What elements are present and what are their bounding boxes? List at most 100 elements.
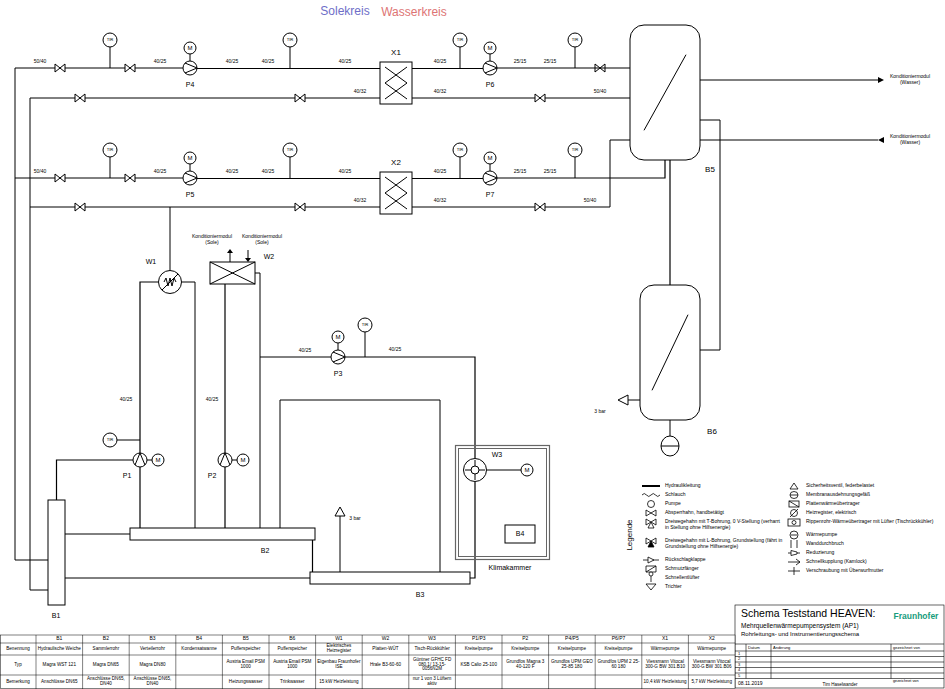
electric-heater: W1 [158,270,182,294]
table-cell: Grundfos Magna 3 40-120 F [503,655,548,675]
table-cell: Güntner GFHC FD 080.1/ 13-15-0056N2M [410,655,455,675]
path-shape [465,460,485,480]
legend-text: Wanddurchbruch [806,541,940,547]
rect-shape [630,25,700,160]
pump-symbol [331,350,345,364]
condensate-tray: B4 [505,525,535,543]
component-tag: P1 [123,472,132,480]
path-shape [652,315,688,391]
legend-text: Verschraubung mit Überwurfmutter [806,568,940,574]
solekreis-region: SolekreisP4MP5MW2W1P3MKlimakammerW3B4P1M… [0,0,555,635]
instrument-tag: TIR [572,148,579,153]
company-logo: Fraunhofer [894,612,939,622]
hydraulic-separator: B1 [48,500,65,605]
pipe-dimension: 40/25 [154,59,167,65]
table-cell: Heizungswasser [223,675,268,689]
pump: P5M [183,171,197,185]
motor-circle [184,42,196,54]
rect-shape [459,449,547,557]
instrument-tag: TIR [287,148,294,153]
table-cell: Kreiselpumpe [456,643,501,655]
pipe-connector [312,540,313,572]
pipe-dimension: 40/25 [262,59,275,65]
motor-label: M [188,155,193,162]
rect-shape [380,172,412,214]
pipe-dimension: 40/32 [354,198,367,204]
circle-shape [483,61,497,75]
instrument-tag: TIR [107,38,114,43]
collector-pipe: B2 [130,528,315,540]
path-shape [644,55,686,131]
component-tag: P6 [486,81,495,89]
table-cell: W2 [363,635,408,643]
connection-note: Konditioniermodul (Wasser) [887,74,933,86]
pipe-connector [140,282,158,453]
component-tag: B1 [52,612,61,620]
table-cell: Magra DN65 [84,655,129,675]
legend-text: Absperrhahn, handbetätigt [665,510,783,516]
component-tag: B5 [705,165,715,174]
connection-note: Konditioniermodul (Wasser) [887,134,933,146]
path-shape [135,453,145,465]
motor-label: M [188,45,193,52]
pipe-connector [224,467,225,528]
table-cell: Kondensatwanne [177,643,222,655]
pipe-dimension: 50/40 [584,198,597,204]
table-cell: P2 [503,635,548,643]
instrument-tag: TIR [287,38,294,43]
pipe-dimension: 40/32 [434,89,447,95]
pipe-connector [57,460,134,500]
pipe-connector [139,467,140,528]
component-tag: W1 [146,258,157,266]
table-cell: Elektrisches Heizregister [317,643,362,655]
table-cell: X1 [643,635,688,643]
rect-shape [48,500,65,605]
hydraulic-separator-symbol [48,500,65,605]
pipe-dimension: 40/25 [154,169,167,175]
drawn-by-name: Tim Haselwander [823,682,858,687]
pipe-dimension: 40/25 [120,397,133,403]
dry-cooler-symbol [463,458,487,482]
region-fill [375,0,945,470]
pump-symbol [183,171,197,185]
table-cell: Typ [1,655,35,675]
rect-shape [130,528,315,540]
legend-text: Sicherheitsventil, federbelastet [806,483,940,489]
instrument-tag: TIR [457,38,464,43]
rect-shape [456,446,550,560]
motor-label: M [488,155,493,162]
table-cell: 15 kW Heizleistung [317,675,362,689]
distributor-pipe-symbol [310,572,470,584]
motor-label: M [336,334,341,341]
pump: P4M [183,61,197,75]
table-cell: Wärmepumpe [643,643,688,655]
component-tag: P5 [186,191,195,199]
table-cell: B3 [130,635,175,643]
connection-note: Konditioniermodul (Sole) [240,234,284,246]
pipe-connector [412,68,483,69]
subtitle: Rohrleitungs- und Instrumentierungsschem… [741,631,859,638]
pipe-dimension: 25/15 [514,59,527,65]
motor-circle [184,152,196,164]
legend-text: Schlauch [665,492,783,498]
pump-symbol [483,61,497,75]
rect-shape [210,262,255,284]
table-cell: Austria Email PSM 1000 [223,655,268,675]
pipe-dimension: 40/25 [434,169,447,175]
path-shape [220,453,230,465]
component-tag: X2 [391,158,401,167]
parts-table-frame [0,635,735,689]
pipe-dimension: 50/40 [594,89,607,95]
path-shape [485,173,497,183]
drawing-title: Schema Teststand HEAVEN: [741,607,875,619]
pipe-connector [669,160,670,285]
table-cell: Hydraulische Weiche [37,643,82,655]
table-cell: B4 [177,635,222,643]
line-shape [490,54,491,61]
plate-heat-exchanger-symbol [380,62,412,104]
path-shape [185,63,197,73]
component-tag: Klimakammer [489,564,532,572]
distributor-pipe: B3 [310,572,470,584]
line-shape [490,164,491,171]
table-cell: Wärmepumpe [689,643,734,655]
